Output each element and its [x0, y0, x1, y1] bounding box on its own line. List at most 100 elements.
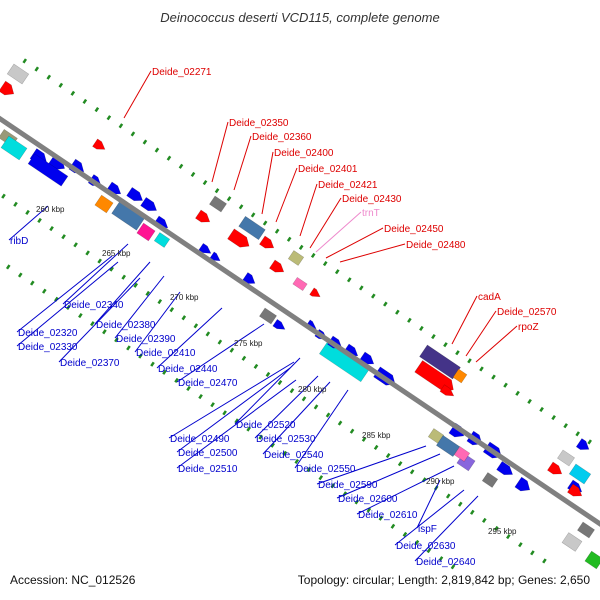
reverse-gene-label-leader: [62, 243, 129, 305]
position-tick-label: 265 kbp: [102, 249, 131, 258]
gc-dot: [402, 531, 408, 537]
gc-dot: [515, 390, 520, 396]
gc-dot: [145, 290, 151, 296]
gc-dot: [214, 188, 220, 194]
forward-gene-label: cadA: [478, 292, 501, 303]
forward-gene-label: Deide_02450: [384, 224, 444, 235]
gc-dot: [138, 353, 143, 359]
reverse-gene-label: Deide_02510: [178, 464, 238, 475]
gene-feature: [0, 135, 28, 161]
gene-feature: [568, 463, 592, 485]
gene-feature: [514, 476, 531, 492]
gc-dot: [337, 420, 343, 426]
gene-feature: [309, 287, 321, 298]
forward-gene-label-leader: [325, 227, 384, 259]
gc-dot: [82, 98, 88, 105]
position-tick-label: 275 kbp: [234, 339, 263, 348]
gc-dot: [133, 282, 139, 288]
reverse-gene-label: Deide_02630: [396, 541, 456, 552]
position-tick-label: 270 kbp: [170, 293, 199, 302]
gc-dot: [70, 90, 76, 96]
position-tick-label: 290 kbp: [426, 477, 455, 486]
gene-labels: Deide_02271Deide_02350Deide_02360Deide_0…: [10, 67, 557, 568]
position-tick-label: 280 kbp: [298, 385, 327, 394]
gene-feature: [136, 222, 156, 242]
gene-feature: [6, 63, 30, 85]
reverse-gene-label-leader: [176, 379, 297, 469]
reverse-gene-label-leader: [294, 389, 349, 469]
gc-dot: [226, 196, 232, 202]
gc-dot: [431, 333, 436, 340]
gc-dot: [298, 244, 304, 250]
gc-dot: [282, 450, 288, 456]
gc-dot: [563, 423, 568, 429]
gc-dot: [241, 355, 247, 361]
gc-dot: [455, 350, 460, 356]
accession-text: Accession: NC_012526: [10, 573, 136, 587]
gc-dot: [361, 436, 367, 442]
gc-dot: [274, 228, 280, 234]
gc-dot: [178, 163, 184, 169]
gene-feature: [557, 449, 575, 467]
gene-feature: [496, 461, 513, 475]
gene-feature: [567, 483, 583, 497]
reverse-gene-label-leader: [414, 495, 479, 562]
reverse-gene-label: ribD: [10, 236, 28, 247]
reverse-gene-label-leader: [176, 367, 291, 453]
gc-dot: [349, 428, 355, 434]
gc-dot: [419, 325, 424, 331]
forward-gene-label-leader: [475, 325, 518, 363]
gc-dot: [106, 115, 112, 121]
gc-dot: [359, 285, 364, 291]
reverse-gene-label-leader: [416, 479, 441, 529]
reverse-gene-label: ispF: [418, 524, 437, 535]
gc-dot: [246, 426, 251, 432]
gene-feature: [436, 435, 460, 457]
reverse-gene-label-leader: [94, 261, 151, 325]
gc-dot: [322, 261, 328, 267]
forward-gene-label: Deide_02430: [342, 194, 402, 205]
gc-dot: [262, 220, 268, 226]
gc-dot: [73, 242, 78, 248]
gene-feature: [419, 344, 461, 380]
gene-feature: [126, 187, 143, 201]
gene-feature: [272, 318, 286, 330]
gene-feature: [259, 307, 277, 325]
gc-dot: [22, 58, 28, 64]
gc-dot: [286, 236, 292, 242]
reverse-gene-label-leader: [16, 261, 119, 347]
reverse-gene-label-leader: [394, 489, 465, 546]
gc-dot: [142, 139, 148, 145]
forward-gene-label-leader: [451, 295, 478, 345]
gc-dot: [118, 123, 124, 129]
forward-gene-label: Deide_02400: [274, 148, 334, 159]
forward-gene-label-leader: [123, 70, 152, 119]
gene-feature: [241, 272, 256, 284]
gc-dot: [530, 550, 535, 556]
reverse-gene-label: Deide_02370: [60, 358, 120, 369]
gc-dot: [575, 431, 580, 437]
gc-dot: [325, 412, 331, 418]
forward-gene-label-leader: [275, 167, 298, 223]
reverse-gene-label: Deide_02470: [178, 378, 238, 389]
gene-feature: [209, 195, 227, 213]
reverse-gene-label-leader: [262, 381, 331, 455]
gene-feature: [292, 276, 308, 292]
reverse-gene-label: Deide_02320: [18, 328, 78, 339]
gc-dot: [54, 296, 59, 302]
gc-dot: [289, 388, 295, 394]
gc-dot: [169, 307, 175, 313]
gc-dot: [503, 382, 508, 388]
gc-dot: [94, 107, 100, 113]
forward-gene-label-leader: [261, 151, 274, 215]
gc-dot: [210, 402, 215, 408]
gene-feature: [561, 532, 583, 552]
gc-dot: [202, 179, 208, 186]
gc-dot: [306, 466, 312, 473]
reverse-gene-label-leader: [16, 255, 113, 333]
position-tick-label: 260 kbp: [36, 205, 65, 214]
gene-feature: [452, 368, 468, 384]
gc-dot: [217, 339, 223, 345]
